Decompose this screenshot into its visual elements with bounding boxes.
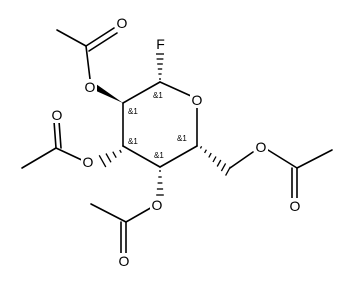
svg-text:O: O	[290, 198, 301, 214]
bond-c3-c4	[122, 145, 161, 168]
bond-c4-c5	[159, 145, 198, 168]
stereo-label-c3: &1	[128, 137, 138, 146]
svg-text:O: O	[83, 154, 94, 170]
hashed-bond-c4-o	[156, 170, 164, 196]
svg-text:O: O	[192, 92, 203, 108]
acetoxymethyl-c6	[229, 149, 333, 199]
svg-text:O: O	[119, 253, 130, 269]
svg-text:O: O	[85, 79, 96, 95]
svg-text:O: O	[52, 107, 63, 123]
atom-label-ester-oxygen-c2: O	[83, 79, 97, 95]
atom-label-ester-oxygen-c6: O	[254, 139, 268, 155]
acetyl-c4	[90, 203, 155, 254]
atom-label-carbonyl-oxygen-c3: O	[50, 107, 64, 123]
bond-c1-c2	[122, 81, 161, 104]
pyranose-ring	[122, 81, 198, 168]
svg-text:F: F	[156, 36, 165, 52]
acetyl-c2	[56, 27, 118, 80]
atom-label-ester-oxygen-c3: O	[81, 154, 95, 170]
svg-text:O: O	[152, 197, 163, 213]
acetyl-c3	[21, 120, 87, 169]
stereo-label-c2: &1	[128, 107, 138, 116]
bond-ring-o-c1	[159, 81, 192, 97]
svg-text:O: O	[117, 15, 128, 31]
atom-label-carbonyl-oxygen-c2: O	[115, 15, 129, 31]
hashed-bond-c1-f	[156, 53, 164, 80]
atom-label-carbonyl-oxygen-c4: O	[117, 253, 131, 269]
stereo-label-c1: &1	[153, 91, 163, 100]
hashed-bond-c5-c6	[199, 145, 231, 176]
svg-text:O: O	[256, 139, 267, 155]
stereo-label-c4: &1	[154, 151, 164, 160]
stereo-label-c5: &1	[177, 134, 187, 143]
hashed-bond-c3-o	[98, 149, 122, 168]
atom-label-carbonyl-oxygen-c6: O	[288, 198, 302, 214]
wedge-bond-c2-o	[94, 84, 123, 103]
atom-label-fluorine: F	[154, 36, 167, 52]
atom-label-ring-oxygen: O	[190, 92, 204, 108]
atom-label-ester-oxygen-c4: O	[150, 197, 164, 213]
